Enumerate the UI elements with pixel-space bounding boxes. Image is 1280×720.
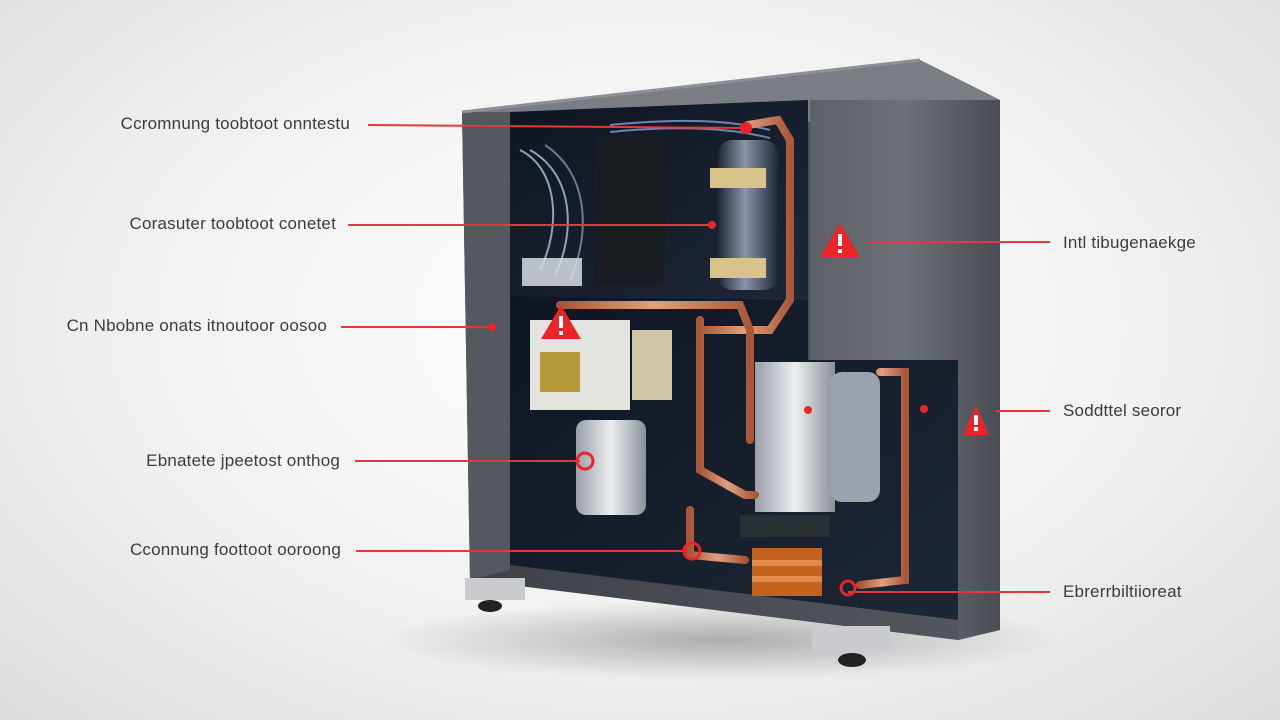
- callout-dot-icon: [488, 323, 496, 331]
- callout-label-left-4: Ebnatete jpeetost onthog: [146, 451, 340, 470]
- callout-label-left-1: Ccromnung toobtoot onntestu: [120, 114, 350, 133]
- callout-dots: [488, 122, 928, 597]
- callout-label-right-2: Soddttel seoror: [1063, 401, 1182, 420]
- callout-label-left-5: Cconnung foottoot ooroong: [129, 540, 341, 559]
- callout-dot-icon: [708, 221, 716, 229]
- heat-exchanger-block: [752, 548, 822, 596]
- callout-dot-icon: [920, 405, 928, 413]
- warning-triangle-icon: [963, 405, 989, 435]
- callout-label-left-3: Cn Nbobne onats itnoutoor oosoo: [66, 316, 327, 335]
- callout-dot-icon: [682, 541, 702, 561]
- cabinet-feet: [465, 578, 890, 667]
- warning-triangle-icon: [541, 305, 581, 339]
- callout-label-right-3: Ebrerrbiltiioreat: [1063, 582, 1182, 601]
- lower-compartment: [510, 296, 958, 620]
- receiver-tank: [710, 140, 778, 290]
- copper-piping: [556, 115, 929, 589]
- callout-dot-icon: [804, 406, 812, 414]
- accumulator: [576, 420, 646, 515]
- callout-lines: [341, 124, 1050, 593]
- callout-dot-icon: [839, 579, 857, 597]
- callout-label-left-2: Corasuter toobtoot conetet: [129, 214, 336, 233]
- callout-dot-icon: [575, 451, 595, 471]
- warning-triangles: [541, 223, 989, 435]
- fan-motor-block: [595, 135, 665, 285]
- warning-triangle-icon: [820, 223, 860, 257]
- callout-label-right-1: Intl tibugenaekge: [1063, 233, 1196, 252]
- callout-dot-icon: [740, 122, 752, 134]
- compressor-unit: [755, 362, 835, 512]
